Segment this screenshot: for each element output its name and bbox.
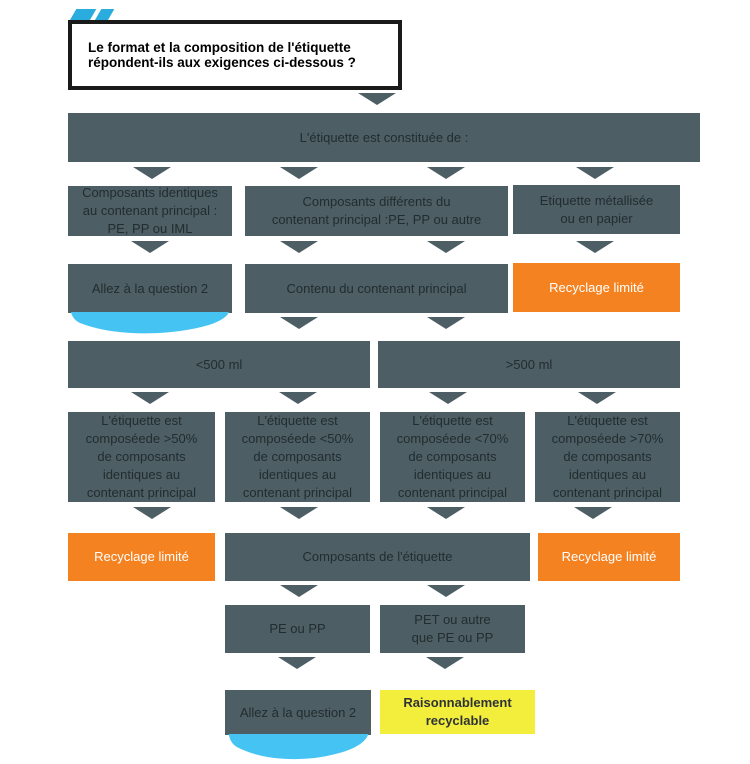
down-arrow-icon	[131, 392, 169, 404]
blue-ribbon-icon	[71, 312, 229, 334]
down-arrow-icon	[280, 585, 318, 597]
node-composee-lt70: L'étiquette est composéede <70% de compo…	[380, 412, 525, 502]
node-label: Allez à la question 2	[239, 704, 357, 720]
node-label: L'étiquette est composéede >70% de compo…	[551, 413, 664, 500]
down-arrow-icon	[576, 167, 614, 179]
node-label: Recyclage limité	[94, 549, 189, 565]
down-arrow-icon	[427, 241, 465, 253]
node-label: Composants identiques au contenant princ…	[82, 185, 218, 236]
node-pet-ou-autre: PET ou autre que PE ou PP	[380, 605, 525, 653]
node-label: Composants différents du contenant princ…	[271, 194, 482, 227]
node-composee-lt50: L'étiquette est composéede <50% de compo…	[225, 412, 370, 502]
node-label: Etiquette métallisée ou en papier	[539, 192, 654, 226]
down-arrow-icon	[280, 507, 318, 519]
node-label: Recyclage limité	[549, 279, 644, 295]
node-label: Recyclage limité	[561, 549, 657, 565]
node-label: <500 ml	[195, 356, 243, 372]
node-label: Composants de l'étiquette	[302, 549, 453, 565]
down-arrow-icon	[429, 392, 467, 404]
down-arrow-icon	[427, 317, 465, 329]
node-recyclage-limite-right: Recyclage limité	[538, 533, 680, 581]
node-recyclage-limite-left: Recyclage limité	[68, 533, 215, 581]
node-recyclage-limite-top: Recyclage limité	[513, 263, 680, 312]
down-arrow-icon	[427, 167, 465, 179]
down-arrow-icon	[358, 93, 396, 105]
node-label: Raisonnablement recyclable	[403, 695, 512, 728]
down-arrow-icon	[131, 241, 169, 253]
node-label: L'étiquette est constituée de :	[299, 129, 469, 145]
node-allez-question2-bottom: Allez à la question 2	[225, 690, 371, 735]
question-title-text: Le format et la composition de l'étiquet…	[88, 40, 356, 70]
down-arrow-icon	[576, 241, 614, 253]
node-composee-gt70: L'étiquette est composéede >70% de compo…	[535, 412, 680, 502]
node-etiquette-constituee: L'étiquette est constituée de :	[68, 113, 700, 162]
blue-ribbon-icon	[228, 734, 369, 760]
node-composants-etiquette: Composants de l'étiquette	[225, 533, 530, 581]
down-arrow-icon	[280, 241, 318, 253]
node-label: Allez à la question 2	[91, 280, 209, 296]
down-arrow-icon	[426, 657, 464, 669]
node-label: Contenu du contenant principal	[286, 280, 467, 296]
node-label: PE ou PP	[269, 621, 326, 637]
node-contenu-contenant: Contenu du contenant principal	[245, 264, 508, 313]
node-pe-ou-pp: PE ou PP	[225, 605, 370, 653]
node-raisonnablement-recyclable: Raisonnablement recyclable	[380, 690, 535, 734]
down-arrow-icon	[133, 167, 171, 179]
node-label: L'étiquette est composéede <70% de compo…	[396, 413, 509, 500]
node-label: L'étiquette est composéede <50% de compo…	[241, 413, 354, 500]
node-composee-gt50: L'étiquette est composéede >50% de compo…	[68, 412, 215, 502]
node-etiquette-metallisee: Etiquette métallisée ou en papier	[513, 185, 680, 234]
down-arrow-icon	[279, 392, 317, 404]
down-arrow-icon	[280, 167, 318, 179]
down-arrow-icon	[278, 657, 316, 669]
question-title-box: Le format et la composition de l'étiquet…	[68, 20, 402, 90]
node-label: L'étiquette est composéede >50% de compo…	[85, 413, 198, 500]
down-arrow-icon	[133, 507, 171, 519]
down-arrow-icon	[427, 585, 465, 597]
node-label: PET ou autre que PE ou PP	[411, 612, 494, 645]
node-allez-question2-top: Allez à la question 2	[68, 264, 232, 313]
node-lt500ml: <500 ml	[68, 341, 370, 388]
node-gt500ml: >500 ml	[378, 341, 680, 388]
down-arrow-icon	[574, 507, 612, 519]
down-arrow-icon	[280, 317, 318, 329]
node-label: >500 ml	[505, 356, 553, 372]
down-arrow-icon	[578, 392, 616, 404]
node-composants-differents: Composants différents du contenant princ…	[245, 186, 508, 236]
down-arrow-icon	[427, 507, 465, 519]
node-composants-identiques: Composants identiques au contenant princ…	[68, 185, 232, 236]
